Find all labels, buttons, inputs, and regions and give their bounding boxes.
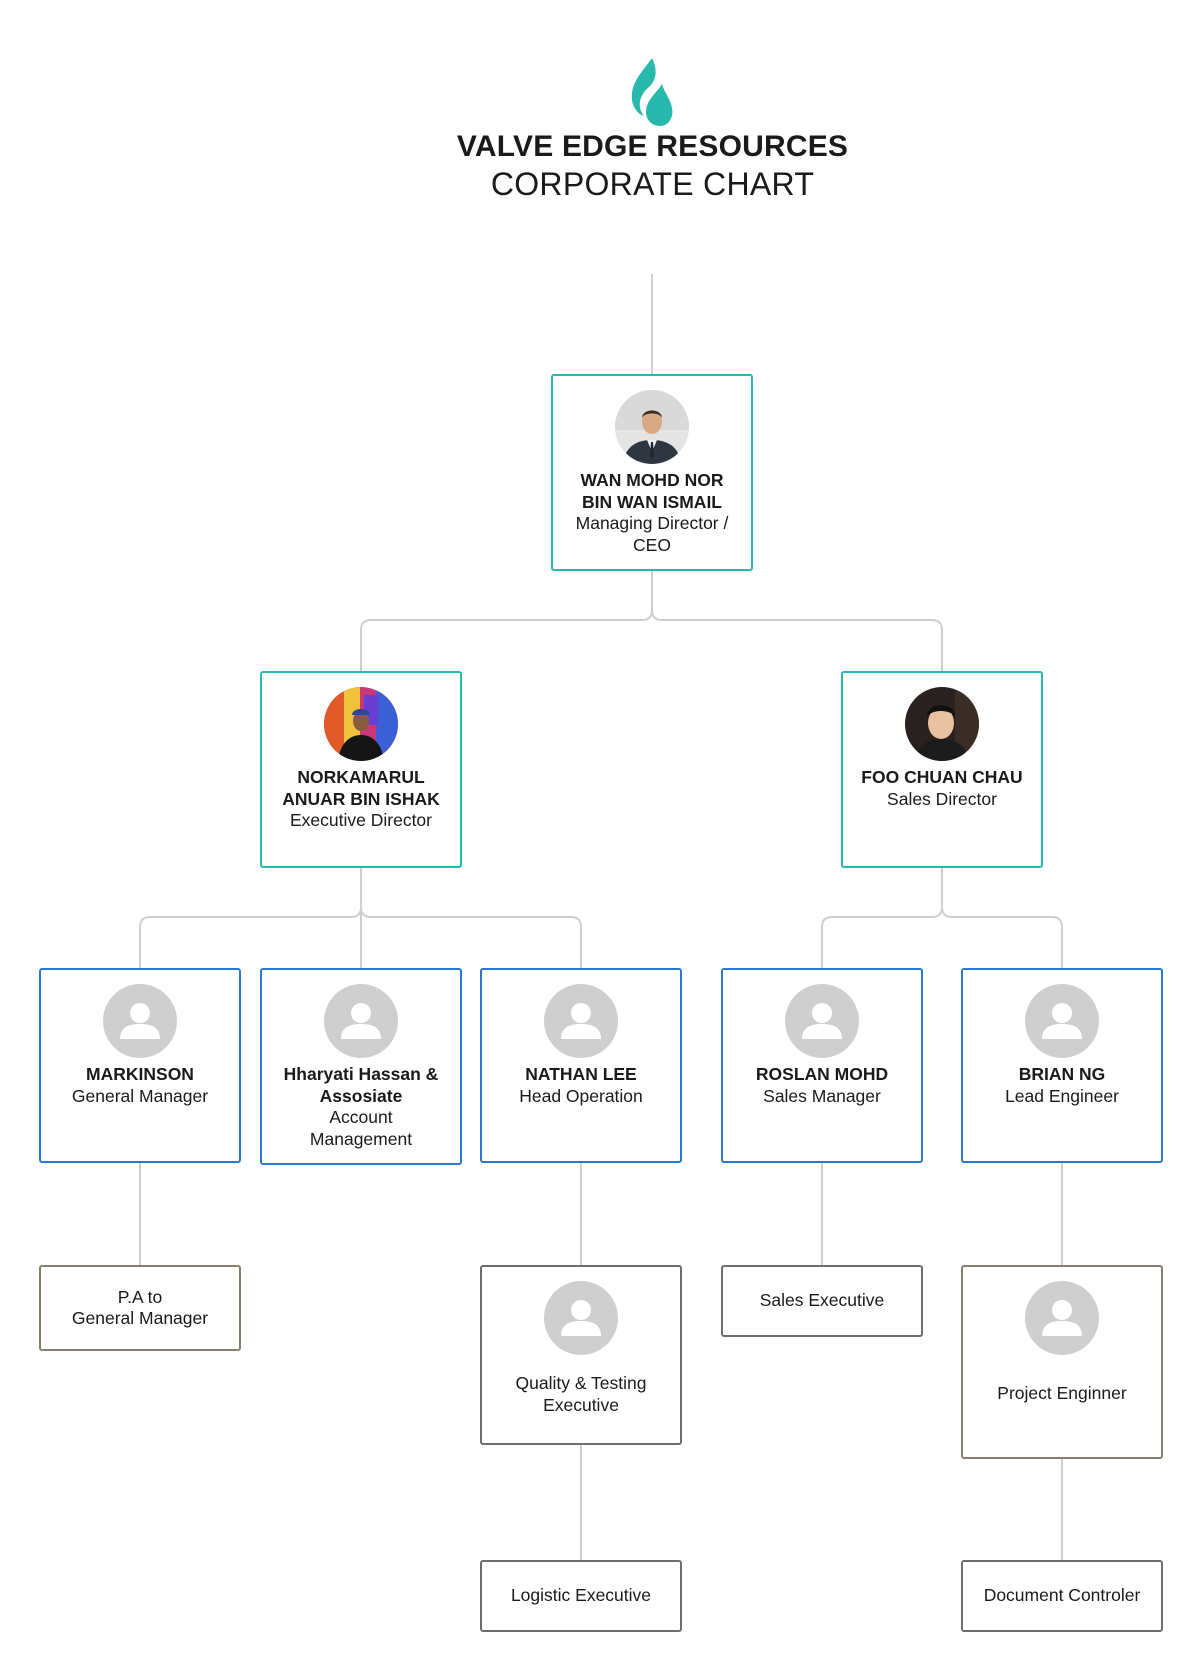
document-controller-label: Document Controler [983,1585,1141,1606]
ceo-avatar [615,390,689,464]
head-operation-role: Head Operation [519,1085,643,1106]
general-manager-role: General Manager [71,1085,209,1106]
ceo-name-line1: WAN MOHD NOR [580,470,724,490]
account-role-line1: Account [329,1107,393,1127]
sales-director-name: FOO CHUAN CHAU [861,767,1023,787]
ceo-card[interactable]: WAN MOHD NOR BIN WAN ISMAIL Managing Dir… [551,374,753,571]
pa-general-manager-card[interactable]: P.A to General Manager [39,1265,241,1351]
sales-director-role: Sales Director [887,788,997,809]
sales-manager-role: Sales Manager [763,1085,881,1106]
lead-engineer-name: BRIAN NG [1018,1064,1106,1084]
logistic-executive-label: Logistic Executive [510,1585,652,1606]
sales-manager-card[interactable]: ROSLAN MOHD Sales Manager [721,968,923,1163]
exec-director-name-line2: ANUAR BIN ISHAK [282,788,440,809]
general-manager-name: MARKINSON [86,1064,194,1084]
exec-director-card[interactable]: NORKAMARUL ANUAR BIN ISHAK Executive Dir… [260,671,462,868]
account-management-card[interactable]: Hharyati Hassan & Assosiate Account Mana… [260,968,462,1165]
qa-line2: Executive [543,1394,619,1415]
project-engineer-card[interactable]: Project Enginner [961,1265,1163,1459]
exec-director-name-line1: NORKAMARUL [297,767,425,787]
lead-engineer-card[interactable]: BRIAN NG Lead Engineer [961,968,1163,1163]
ceo-role-line2: CEO [633,534,671,555]
quality-testing-card[interactable]: Quality & Testing Executive [480,1265,682,1445]
person-placeholder-icon [324,984,398,1058]
person-placeholder-icon [1025,1281,1099,1355]
account-name-line2: Assosiate [319,1085,403,1106]
project-engineer-label: Project Enginner [997,1383,1127,1403]
exec-director-role: Executive Director [290,810,432,830]
ceo-name-line2: BIN WAN ISMAIL [582,491,722,512]
account-name-line1: Hharyati Hassan & [283,1064,439,1084]
company-logo-icon [631,58,673,126]
sales-director-card[interactable]: FOO CHUAN CHAU Sales Director [841,671,1043,868]
document-controller-card[interactable]: Document Controler [961,1560,1163,1632]
chart-subtitle: CORPORATE CHART [490,166,815,202]
ceo-role-line1: Managing Director / [575,513,729,533]
sales-executive-card[interactable]: Sales Executive [721,1265,923,1337]
sales-executive-label: Sales Executive [759,1290,885,1311]
person-placeholder-icon [544,984,618,1058]
pa-line2: General Manager [71,1308,209,1328]
person-placeholder-icon [103,984,177,1058]
qa-line1: Quality & Testing [515,1373,647,1393]
sales-director-avatar [905,687,979,761]
general-manager-card[interactable]: MARKINSON General Manager [39,968,241,1163]
account-role-line2: Management [309,1128,413,1149]
head-operation-name: NATHAN LEE [525,1064,637,1084]
exec-director-avatar [324,687,398,761]
person-placeholder-icon [1025,984,1099,1058]
sales-manager-name: ROSLAN MOHD [755,1064,889,1084]
pa-line1: P.A to [117,1286,163,1307]
lead-engineer-role: Lead Engineer [1005,1085,1119,1106]
chart-title: VALVE EDGE RESOURCES [456,130,849,163]
head-operation-card[interactable]: NATHAN LEE Head Operation [480,968,682,1163]
person-placeholder-icon [544,1281,618,1355]
person-placeholder-icon [785,984,859,1058]
logistic-executive-card[interactable]: Logistic Executive [480,1560,682,1632]
